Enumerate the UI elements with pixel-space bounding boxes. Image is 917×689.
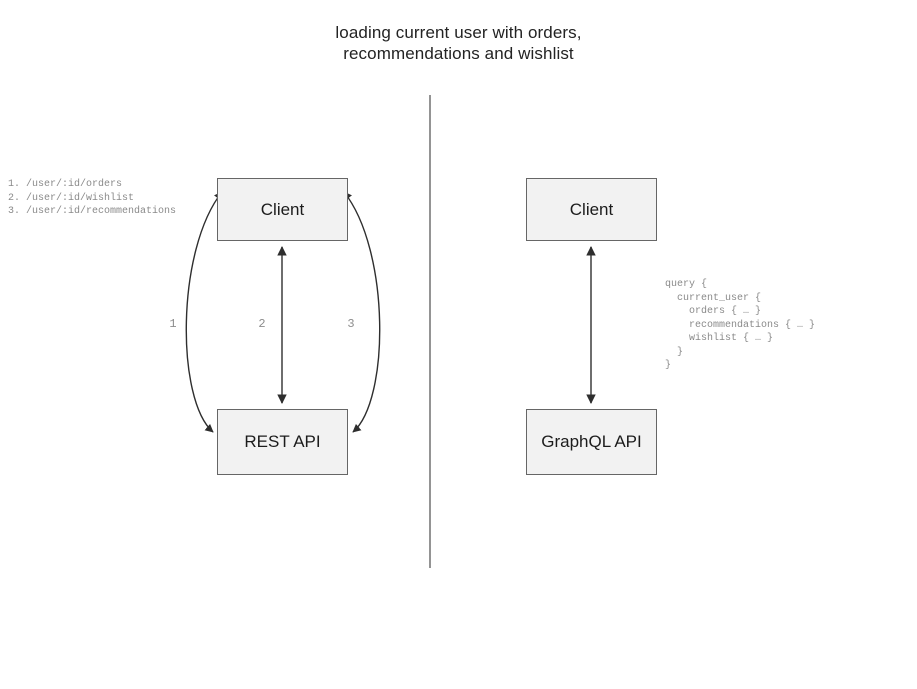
edge-label-2: 2	[258, 317, 266, 331]
node-client-graphql[interactable]: Client	[526, 178, 657, 241]
node-rest-api[interactable]: REST API	[217, 409, 348, 475]
edge-label-1: 1	[169, 317, 177, 331]
graphql-query-snippet: query { current_user { orders { … } reco…	[665, 279, 816, 371]
diagram-title: loading current user with orders, recomm…	[335, 23, 582, 63]
rest-endpoint-list: 1. /user/:id/orders 2. /user/:id/wishlis…	[8, 179, 177, 217]
edge-label-3: 3	[347, 317, 355, 331]
node-client-rest[interactable]: Client	[217, 178, 348, 241]
edge-rest-3	[343, 191, 381, 433]
edge-rest-1	[185, 191, 223, 433]
node-graphql-api[interactable]: GraphQL API	[526, 409, 657, 475]
